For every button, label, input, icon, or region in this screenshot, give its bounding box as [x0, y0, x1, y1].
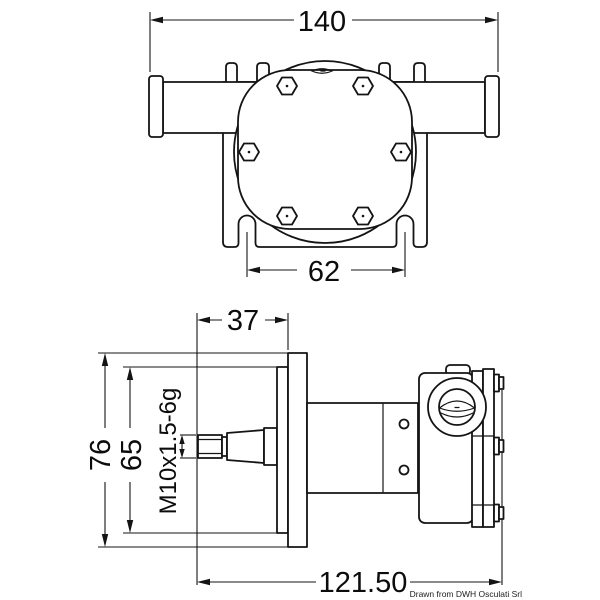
cover-hex-bolts: [238, 76, 412, 226]
dim-65-label: 65: [116, 439, 148, 471]
pump-front-view: 140 62: [148, 6, 500, 288]
bracket-tab: [413, 62, 426, 83]
dim-m10-thread: M10x1.5-6g: [155, 388, 196, 515]
credit-text: Drawn from DWH Osculati Srl: [410, 589, 523, 599]
hose-pipe-left-cap: [148, 75, 164, 138]
shaft-taper: [226, 429, 265, 464]
bearing-housing: [306, 402, 419, 494]
pump-cover-plate: [237, 69, 413, 230]
mounting-hole: [398, 464, 410, 476]
cover-bolt: [498, 376, 505, 390]
end-cover-plate: [482, 368, 495, 528]
cover-bolt: [498, 506, 505, 520]
dim-65: 65: [116, 366, 277, 534]
dim-62: 62: [246, 232, 406, 288]
shaft-collar: [263, 427, 278, 466]
bracket-tab: [225, 62, 238, 83]
dim-121-50: 121.50: [197, 567, 502, 599]
dim-37: 37: [196, 305, 289, 585]
dim-m10-label: M10x1.5-6g: [155, 388, 182, 515]
flange-front-plate: [287, 352, 308, 548]
dim-140-label: 140: [298, 6, 346, 38]
shaft-thread: [197, 434, 223, 459]
dim-76: 76: [85, 352, 288, 548]
dim-121-50-label: 121.50: [319, 567, 408, 599]
cover-top-seam: [310, 68, 334, 74]
mounting-hole: [398, 418, 410, 430]
pump-side-view: 37 76 65 M10x1.: [85, 305, 505, 599]
cover-bolt: [498, 439, 505, 453]
dim-37-label: 37: [227, 305, 259, 337]
dim-62-label: 62: [308, 256, 340, 288]
dim-76-label: 76: [85, 439, 117, 471]
dim-140: 140: [149, 6, 499, 72]
cover-bolts: [493, 373, 505, 523]
hose-pipe-right-cap: [484, 75, 500, 138]
port-ball-detail: [438, 400, 476, 418]
port-bore: [438, 388, 476, 426]
flange-back-plate: [276, 366, 289, 534]
